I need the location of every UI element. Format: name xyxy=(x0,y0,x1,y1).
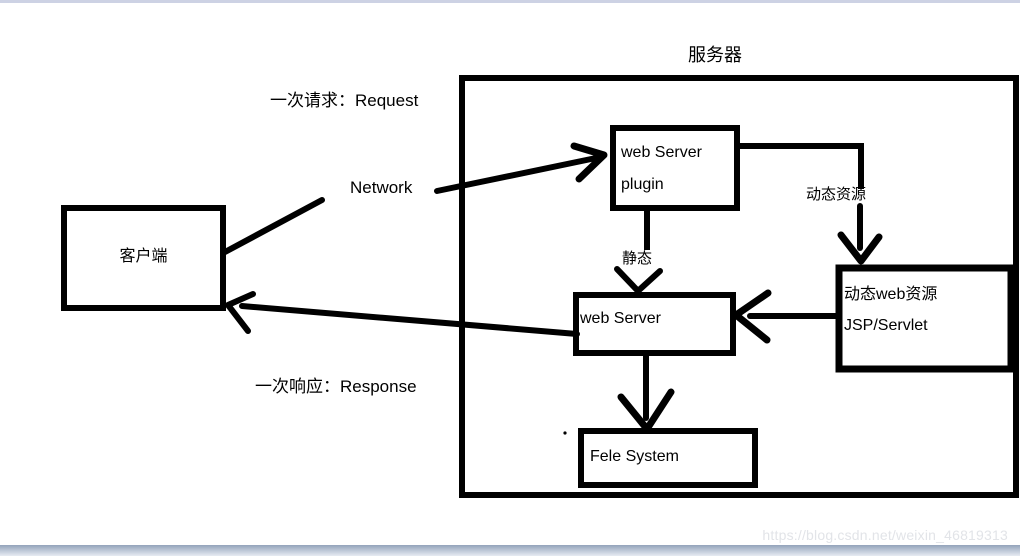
csdn-watermark: https://blog.csdn.net/weixin_46819313 xyxy=(762,527,1008,543)
dynamic-resource-edge-label: 动态资源 xyxy=(806,186,867,203)
stray-dot xyxy=(563,431,567,435)
file-system-box xyxy=(578,428,758,488)
plugin-node-label-line2: plugin xyxy=(621,176,664,193)
dynamic-arrowhead xyxy=(837,231,883,265)
response-label: 一次响应：Response xyxy=(255,377,417,396)
plugin-box xyxy=(610,125,740,211)
request-arrowhead xyxy=(570,142,608,183)
file-system-node-label: Fele System xyxy=(590,448,679,465)
network-label: Network xyxy=(350,178,413,197)
static-arrowhead xyxy=(614,266,663,294)
web-server-node-label: web Server xyxy=(580,310,661,327)
webserver-to-filesystem-arrowhead xyxy=(617,388,675,433)
server-group-label: 服务器 xyxy=(688,45,742,65)
response-arrowhead xyxy=(225,291,256,334)
request-line-segment xyxy=(222,197,325,255)
window-bottom-scroll-edge xyxy=(0,545,1020,556)
window-top-edge xyxy=(0,0,1020,3)
static-edge-label: 静态 xyxy=(622,250,653,267)
dynamic-to-webserver-arrowhead xyxy=(732,289,772,344)
web-server-box xyxy=(573,292,736,356)
server-container-box xyxy=(459,75,1019,498)
client-node-label: 客户端 xyxy=(119,248,168,266)
dynamic-resource-node-label-line1: 动态web资源 xyxy=(844,286,938,303)
request-label: 一次请求：Request xyxy=(270,91,419,110)
plugin-node-label-line1: web Server xyxy=(621,144,702,161)
plugin-to-dynamic-line xyxy=(734,143,864,189)
dynamic-resource-node-label-line2: JSP/Servlet xyxy=(844,317,928,334)
client-box xyxy=(61,205,226,311)
response-line xyxy=(239,303,580,337)
request-arrow-line xyxy=(434,155,599,194)
